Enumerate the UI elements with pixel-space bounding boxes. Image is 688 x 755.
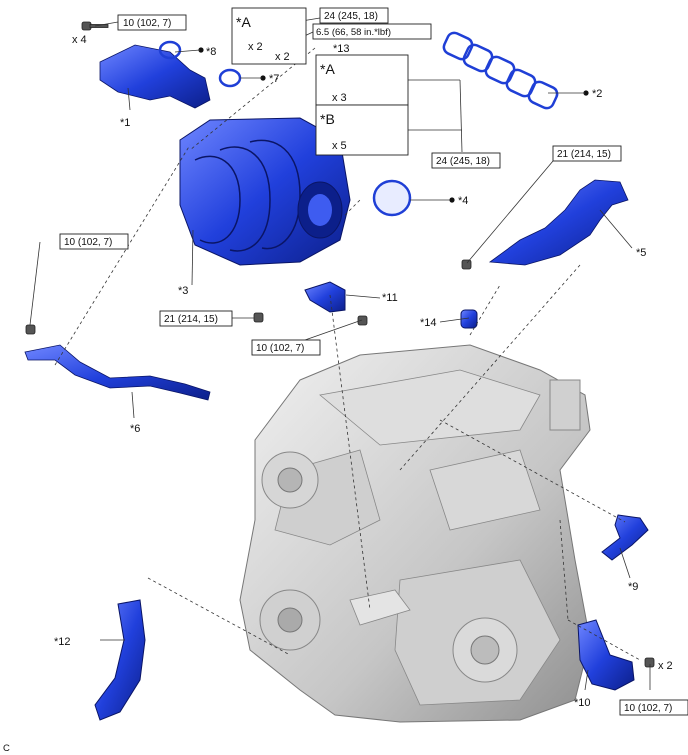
part-3-intake-manifold [179,117,351,266]
group-box-a2 [315,54,409,106]
part-label-14: *14 [420,317,437,329]
part-11-bracket [304,281,346,313]
quantity-13-x2: x 2 [275,51,290,63]
part-label-12: *12 [54,636,71,648]
part-label-1: *1 [120,117,130,129]
part-label-13: *13 [333,43,350,55]
group-box-a1 [231,7,307,65]
part-label-9: *9 [628,581,638,593]
part-label-8: *8 [206,46,216,58]
part-label-11: *11 [382,292,398,304]
quantity-a-x3: x 3 [332,92,347,104]
part-4-gasket [372,179,412,217]
quantity-10-x2: x 2 [658,660,673,672]
group-box-b [315,104,409,156]
quantity-b-x5: x 5 [332,140,347,152]
group-label-a1: *A [236,14,251,30]
assembly-lines [54,47,641,661]
part-2-intake-gasket [442,31,559,110]
torque-label-1: 10 (102, 7) [123,18,171,29]
part-12-hose [94,599,146,721]
part-label-3: *3 [178,285,188,297]
part-10-bracket [577,619,635,691]
torque-label-8: 10 (102, 7) [256,343,304,354]
part-label-5: *5 [636,247,646,259]
annotation-boxes [59,7,688,716]
part-5-bypass-pipe [488,179,629,266]
torque-label-5: 21 (214, 15) [557,149,611,160]
corner-label: C [3,743,10,754]
quantity-x4: x 4 [72,34,87,46]
non-reusable-part-dot-icon [198,47,589,203]
part-label-4: *4 [458,195,468,207]
torque-label-7: 21 (214, 15) [164,314,218,325]
quantity-a-x2: x 2 [248,41,263,53]
part-label-2: *2 [592,88,602,100]
part-label-10: *10 [574,697,591,709]
group-label-b: *B [320,111,335,127]
engine-assembly [239,344,591,723]
part-1-insulator [99,44,211,109]
torque-label-3: 6.5 (66, 58 in.*lbf) [316,27,391,38]
torque-label-4: 24 (245, 18) [436,156,490,167]
torque-label-2: 24 (245, 18) [324,11,378,22]
group-label-a2: *A [320,61,335,77]
part-9-hose [601,514,649,561]
part-label-7: *7 [269,73,279,85]
part-6-pipe [24,344,211,401]
part-7-gasket [218,68,242,88]
torque-label-9: 10 (102, 7) [624,703,672,714]
part-label-6: *6 [130,423,140,435]
part-8-gasket [158,40,182,60]
torque-label-6: 10 (102, 7) [64,237,112,248]
